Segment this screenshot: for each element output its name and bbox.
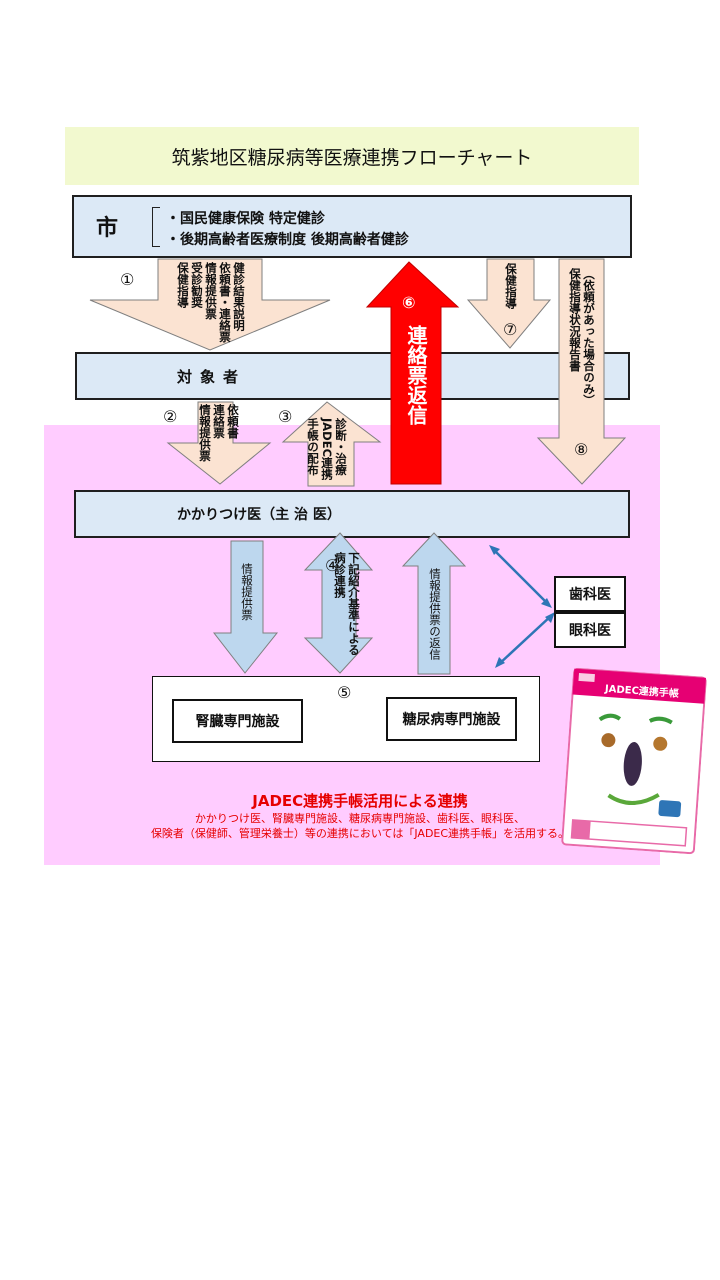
step8-line: 保健指導状況報告書 <box>568 268 582 372</box>
step2-number: ② <box>163 407 178 426</box>
diabetes-facility-box: 糖尿病専門施設 <box>386 697 517 741</box>
arrow-step4 <box>303 532 374 674</box>
doctor-label: かかりつけ医（主 治 医） <box>177 507 341 523</box>
step8-number: ⑧ <box>574 440 589 459</box>
exam-bracket <box>152 207 160 247</box>
step6-label: 連絡票返信 <box>404 325 428 425</box>
page-title: 筑紫地区糖尿病等医療連携フローチャート <box>65 127 639 185</box>
step1-number: ① <box>120 270 135 289</box>
step1-line: 情報提供票 <box>204 262 218 320</box>
arrow-step1 <box>89 258 331 351</box>
city-bar <box>72 195 632 258</box>
target-bar <box>75 352 630 400</box>
step2-text: 依頼書 連絡票 情報提供票 <box>198 404 240 462</box>
step2-line: 情報提供票 <box>198 404 212 462</box>
info-sheet-label: 情報提供票 <box>240 563 254 621</box>
step8-text: （依頼があった場合のみ） 保健指導状況報告書 <box>568 268 596 406</box>
step4-line: 病診連携 <box>333 552 347 598</box>
step5-number: ⑤ <box>337 683 352 702</box>
jadec-line-1: かかりつけ医、腎臓専門施設、糖尿病専門施設、歯科医、眼科医、 <box>194 812 526 825</box>
arrow-step7 <box>466 258 552 349</box>
jadec-title: JADEC連携手帳活用による連携 <box>252 792 468 810</box>
step2-line: 依頼書 <box>226 404 240 439</box>
step1-line: 受診勧奨 <box>190 262 204 308</box>
step6-number: ⑥ <box>402 293 416 312</box>
step7-text: 保健指導 <box>504 263 518 309</box>
doctor-bar <box>74 490 630 538</box>
step3-number: ③ <box>278 407 293 426</box>
dental-box: 歯科医 <box>554 576 626 612</box>
step2-line: 連絡票 <box>212 404 226 439</box>
step3-text: 診断・治療 JADEC連携 手帳の配布 <box>306 418 348 480</box>
exam-item-2: ・後期高齢者医療制度 後期高齢者健診 <box>166 232 409 248</box>
step1-line: 健診結果説明 <box>232 262 246 331</box>
arrow-step8 <box>536 258 627 485</box>
step8-line: （依頼があった場合のみ） <box>582 268 596 406</box>
step3-line: JADEC連携 <box>320 418 334 481</box>
arrow-info-return <box>401 532 467 675</box>
target-label: 対象者 <box>177 368 247 386</box>
step1-line: 保健指導 <box>176 262 190 308</box>
step4-line: 下記紹介基準による <box>347 552 361 656</box>
step4-text: 下記紹介基準による 病診連携 <box>333 552 361 656</box>
arrow-step6 <box>365 261 460 485</box>
jadec-handbook-image: JADEC連携手帳 <box>561 667 707 855</box>
step1-line: 依頼書・連絡票 <box>218 262 232 343</box>
step3-line: 診断・治療 <box>334 418 348 476</box>
kidney-facility-box: 腎臓専門施設 <box>172 699 303 743</box>
exam-item-1: ・国民健康保険 特定健診 <box>166 211 325 227</box>
step3-line: 手帳の配布 <box>306 418 320 476</box>
step5-label: 連携 <box>331 713 353 726</box>
info-return-label: 情報提供票の返信 <box>428 568 442 660</box>
arrow-step2 <box>166 401 272 485</box>
arrow-step3 <box>281 401 382 487</box>
city-label: 市 <box>96 216 119 241</box>
step1-text: 健診結果説明 依頼書・連絡票 情報提供票 受診勧奨 保健指導 <box>176 262 246 352</box>
jadec-line-2: 保険者（保健師、管理栄養士）等の連携においては「JADEC連携手帳」を活用する。 <box>150 827 570 840</box>
eye-box: 眼科医 <box>554 612 626 648</box>
step7-number: ⑦ <box>503 320 518 339</box>
step4-number: ④ <box>325 556 340 575</box>
arrow-info-sheet <box>212 540 279 674</box>
